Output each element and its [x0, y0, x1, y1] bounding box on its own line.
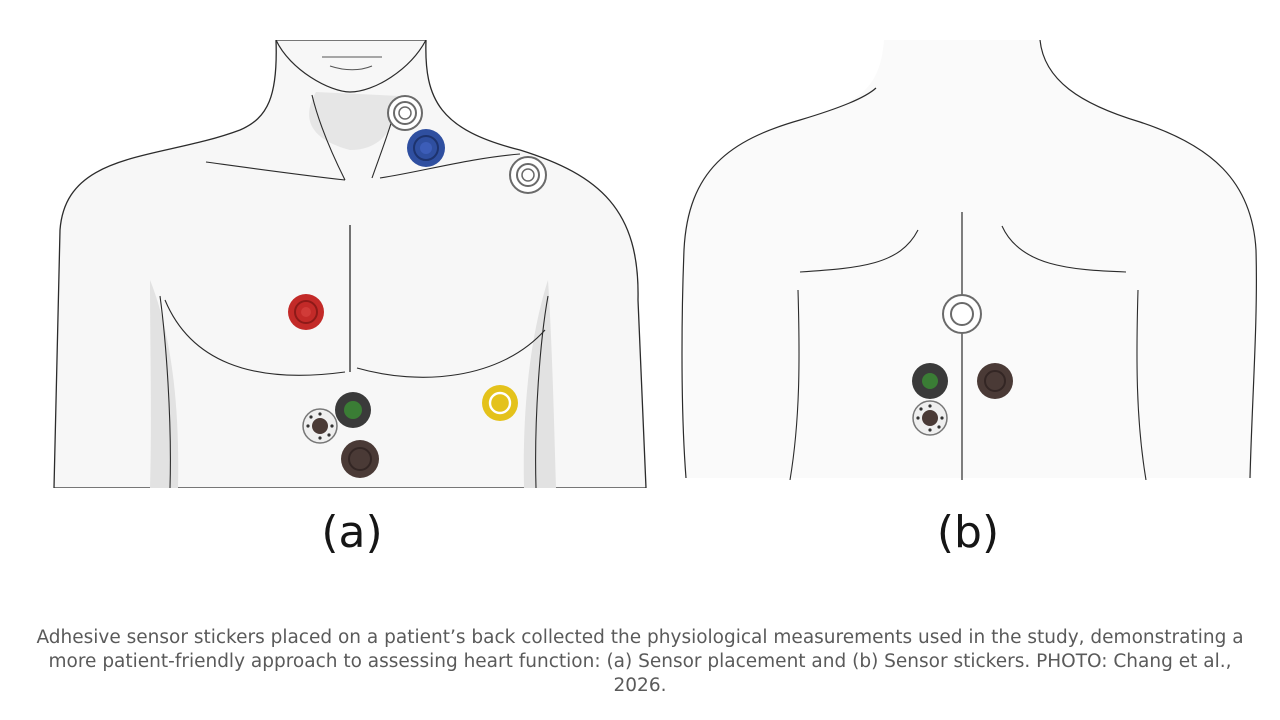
torso-back-scapula-left [799, 229, 919, 273]
figure-caption: Adhesive sensor stickers placed on a pat… [36, 627, 1244, 696]
torso-back-body [683, 40, 1256, 478]
panel-label-a: (a) [321, 507, 383, 558]
sensor-back-dark-brown [977, 363, 1013, 399]
sensor-shoulder-white [509, 156, 547, 194]
torso-front-armpit-right [535, 295, 549, 488]
torso-front-neck-line-left [311, 94, 346, 181]
torso-front-chin [275, 40, 427, 93]
torso-front-pec-right [356, 329, 546, 378]
torso-front-pec-left [164, 299, 346, 376]
torso-back-outline-right [1039, 40, 1257, 479]
torso-front-side-shade-right [523, 280, 556, 488]
sensor-side-yellow [482, 385, 518, 421]
sensor-back-white [942, 294, 982, 334]
sensor-lower-dark-brown [341, 440, 379, 478]
sensor-lower-grey-patterned [302, 408, 338, 444]
torso-back-scapula-right [1001, 225, 1127, 273]
torso-back-arm-left [789, 289, 800, 480]
sensor-back-grey-patterned [912, 400, 948, 436]
panel-b-illustration [681, 40, 1257, 480]
sensor-back-green [912, 363, 948, 399]
sensor-neck-blue [407, 129, 445, 167]
panel-label-b: (b) [936, 507, 1000, 558]
sensor-chest-red [288, 294, 324, 330]
torso-front-side-shade-left [150, 280, 179, 488]
panel-a-illustration [53, 40, 647, 488]
torso-front-armpit-left [159, 295, 171, 488]
torso-front-clavicle-left [205, 161, 346, 181]
torso-back-arm-right [1136, 289, 1147, 480]
sensor-lower-green [335, 392, 371, 428]
torso-front-neck-shadow [309, 92, 400, 150]
torso-front-mouth [322, 56, 382, 71]
sensor-neck-white-upper [387, 95, 423, 131]
torso-back-outline-left [681, 87, 877, 479]
torso-front-clavicle-right [379, 153, 521, 179]
